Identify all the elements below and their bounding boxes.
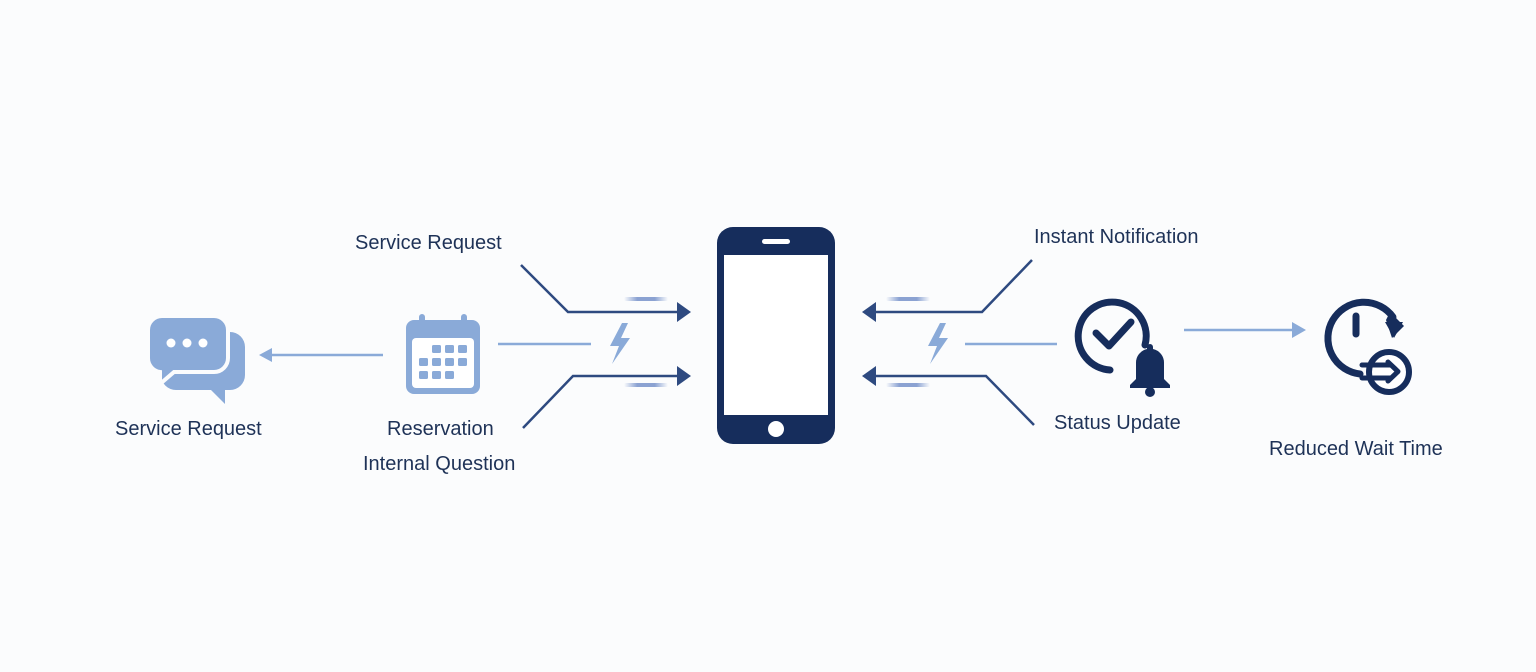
check-bell-icon [1074, 298, 1170, 397]
clock-label: Reduced Wait Time [1269, 438, 1443, 460]
right-branch-arrows [862, 259, 1035, 426]
chat-label: Service Request [115, 418, 262, 440]
branch-label-service-request: Service Request [355, 232, 502, 254]
lightning-icon [610, 323, 630, 364]
clock-fast-forward-icon [1324, 298, 1412, 395]
arrow-to-chat [259, 348, 383, 362]
lightning-icon [928, 323, 948, 364]
calendar-label-internal-question: Internal Question [363, 453, 516, 475]
calendar-icon [406, 314, 480, 394]
branch-label-instant-notification: Instant Notification [1034, 226, 1199, 248]
chat-bubbles-icon [145, 314, 245, 404]
branch-label-status-update: Status Update [1054, 412, 1181, 434]
calendar-label-reservation: Reservation [387, 418, 494, 440]
left-branch-arrows [520, 264, 691, 429]
smartphone-icon [717, 227, 835, 444]
arrow-to-clock [1184, 322, 1306, 338]
